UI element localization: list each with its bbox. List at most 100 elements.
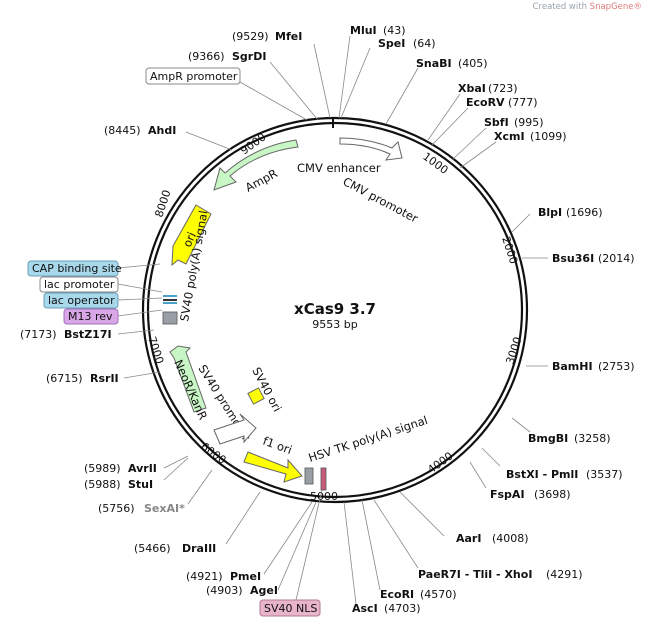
leader-xcmi	[459, 141, 497, 169]
tick-5000: 5000	[310, 490, 338, 503]
svg-text:StuI: StuI	[128, 478, 153, 491]
site-ahdi: (8445) AhdI	[104, 124, 176, 137]
leader-bstxi	[481, 447, 501, 467]
leader-cap	[117, 263, 161, 269]
site-snabi: SnaBI (405)	[416, 57, 488, 70]
box-ampr-promoter: AmpR promoter	[145, 67, 241, 85]
svg-text:(995): (995)	[514, 116, 544, 129]
site-ecori: EcoRI (4570)	[380, 588, 457, 601]
site-sexai: (5756) SexAI*	[98, 502, 185, 515]
svg-text:SpeI: SpeI	[378, 37, 405, 50]
leader-ecorv	[431, 107, 469, 146]
svg-text:XcmI: XcmI	[494, 130, 525, 143]
svg-text:(1099): (1099)	[530, 130, 567, 143]
svg-text:XbaI: XbaI	[458, 82, 486, 95]
sv40-polya-label: SV40 poly(A) signal	[177, 209, 210, 322]
box-m13-rev: M13 rev	[63, 308, 119, 325]
leader-lac-operator	[117, 297, 163, 301]
site-sgrdi: (9366) SgrDI	[188, 50, 266, 63]
svg-text:AscI: AscI	[352, 602, 378, 615]
cmv-enhancer-label: CMV enhancer	[297, 161, 381, 175]
site-xcmi: XcmI (1099)	[494, 130, 567, 143]
leader-lac-promoter	[117, 283, 163, 293]
svg-text:BamHI: BamHI	[552, 360, 593, 373]
svg-text:(4703): (4703)	[384, 602, 421, 615]
svg-text:EcoRV: EcoRV	[466, 96, 505, 109]
backbone-inner	[146, 121, 524, 499]
svg-text:EcoRI: EcoRI	[380, 588, 414, 601]
svg-text:(3258): (3258)	[574, 432, 611, 445]
leader-snabi	[385, 67, 419, 125]
site-bstxi-pmli: BstXI - PmlI (3537)	[506, 468, 623, 481]
svg-text:(405): (405)	[458, 57, 488, 70]
leader-lines	[117, 35, 548, 605]
leader-sexai	[187, 469, 213, 505]
site-bmgbi: BmgBI (3258)	[528, 432, 611, 445]
lac-promoter-mark	[163, 299, 177, 301]
plasmid-length: 9553 bp	[312, 318, 357, 331]
site-draiii: (5466) DraIII	[134, 542, 216, 555]
site-xbai: XbaI (723)	[458, 82, 518, 95]
svg-text:(5989): (5989)	[84, 462, 121, 475]
svg-text:(2014): (2014)	[598, 252, 635, 265]
ori-arrow	[171, 204, 212, 267]
site-pmei: (4921) PmeI	[186, 570, 261, 583]
svg-text:(3537): (3537)	[586, 468, 623, 481]
watermark-brand: SnapGene®	[589, 2, 642, 12]
site-spei: SpeI (64)	[378, 37, 436, 50]
svg-text:(4291): (4291)	[546, 568, 583, 581]
cmv-promoter-arrow	[339, 137, 403, 161]
cmv-promoter-label: CMV promoter	[341, 174, 421, 225]
sv40-promoter-arrow	[213, 413, 257, 445]
site-rsrii: (6715) RsrII	[46, 372, 119, 385]
leader-fspai	[469, 461, 487, 489]
svg-text:BlpI: BlpI	[538, 206, 562, 219]
site-blpi: BlpI (1696)	[538, 206, 603, 219]
svg-text:(4921): (4921)	[186, 570, 223, 583]
svg-text:SgrDI: SgrDI	[232, 50, 266, 63]
svg-text:(9529): (9529)	[232, 30, 269, 43]
svg-text:(9366): (9366)	[188, 50, 225, 63]
svg-text:M13 rev: M13 rev	[68, 310, 113, 323]
leader-asci	[343, 501, 357, 605]
watermark-prefix: Created with	[532, 2, 590, 12]
svg-text:CAP binding site: CAP binding site	[32, 262, 122, 275]
site-stui: (5988) StuI	[84, 478, 153, 491]
svg-text:BstZ17I: BstZ17I	[64, 328, 112, 341]
svg-text:(8445): (8445)	[104, 124, 141, 137]
leader-rsrii	[123, 371, 161, 379]
svg-text:BstXI - PmlI: BstXI - PmlI	[506, 468, 578, 481]
svg-text:FspAI: FspAI	[490, 488, 525, 501]
leader-blpi	[511, 213, 531, 233]
svg-text:MluI: MluI	[350, 24, 377, 37]
svg-text:AmpR promoter: AmpR promoter	[150, 70, 238, 83]
hsv-tk-label: HSV TK poly(A) signal	[307, 413, 430, 465]
leader-sv40-nls	[295, 489, 323, 601]
grey-feature-bottom	[304, 467, 314, 485]
svg-text:(723): (723)	[488, 82, 518, 95]
neor-arrow	[169, 345, 207, 413]
leader-draiii	[225, 491, 261, 545]
grey-feature-left	[162, 311, 178, 325]
ori-label: ori	[180, 230, 199, 249]
leader-agei	[277, 501, 317, 591]
svg-text:(4903): (4903)	[206, 584, 243, 597]
box-lac-promoter: lac promoter	[39, 276, 119, 293]
ampr-label: AmpR	[243, 166, 280, 194]
site-asci: AscI (4703)	[352, 602, 421, 615]
svg-text:AgeI: AgeI	[250, 584, 278, 597]
svg-text:(7173): (7173)	[20, 328, 57, 341]
svg-text:(777): (777)	[508, 96, 538, 109]
leader-spei	[340, 47, 371, 119]
sv40-nls-block	[320, 467, 327, 491]
svg-text:(5988): (5988)	[84, 478, 121, 491]
svg-text:(43): (43)	[383, 24, 406, 37]
site-agei: (4903) AgeI	[206, 584, 278, 597]
f1-ori-label: f1 ori	[261, 434, 294, 457]
svg-text:SnaBI: SnaBI	[416, 57, 452, 70]
sv40-ori-block	[247, 387, 265, 405]
tick-3000: 3000	[503, 335, 524, 366]
box-cap-binding-site: CAP binding site	[27, 260, 122, 277]
svg-text:AhdI: AhdI	[148, 124, 176, 137]
